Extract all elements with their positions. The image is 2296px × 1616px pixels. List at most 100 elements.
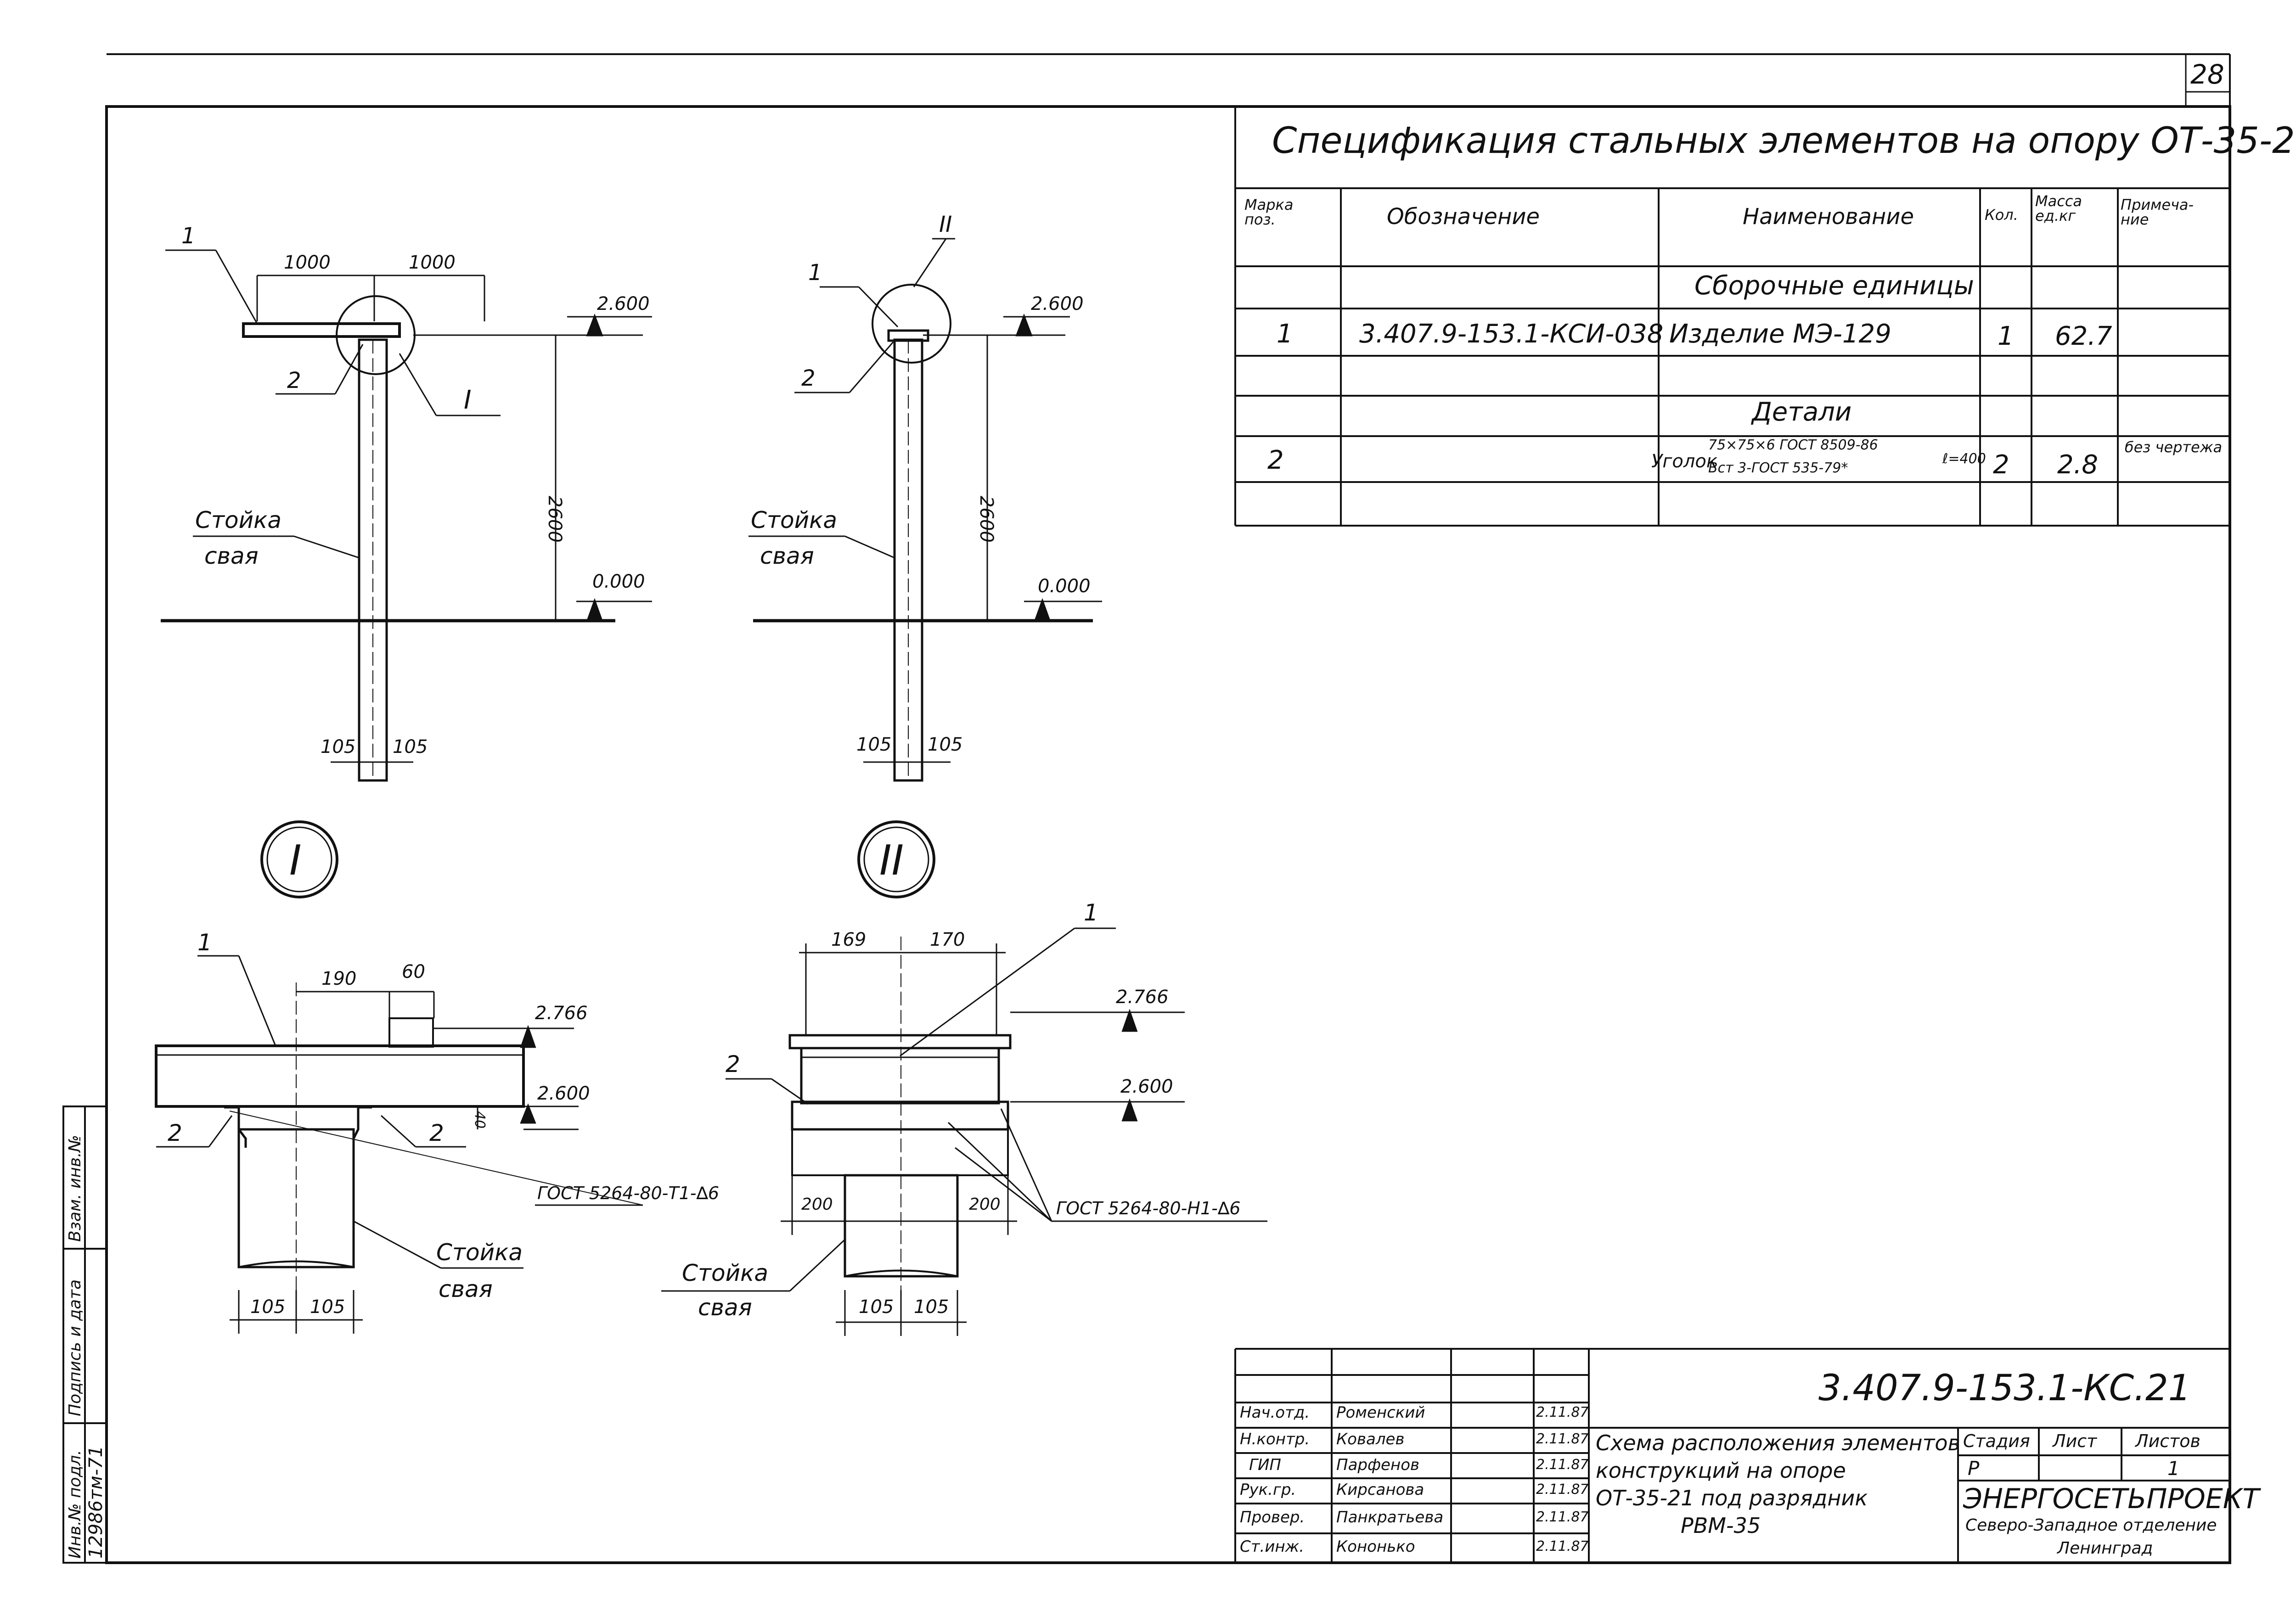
tb-name-5: Кононько bbox=[1336, 1537, 1415, 1556]
v2-label-2: свая bbox=[760, 543, 814, 569]
tb-desc-1: Схема расположения элементов bbox=[1596, 1431, 1960, 1455]
tb-date-1: 2.11.87 bbox=[1536, 1431, 1589, 1447]
tb-org: ЭНЕРГОСЕТЬПРОЕКТ bbox=[1963, 1483, 2260, 1515]
spec-header-mass: Масса ед.кг bbox=[2035, 192, 2082, 224]
v2-pile-right: 105 bbox=[928, 734, 962, 755]
tb-sheets: 1 bbox=[2167, 1457, 2180, 1480]
stamp-vzam: Взам. инв.№ bbox=[66, 1135, 84, 1242]
side-stamp bbox=[62, 1105, 107, 1564]
spec-header-designation: Обозначение bbox=[1387, 204, 1540, 230]
tb-name-2: Парфенов bbox=[1336, 1456, 1420, 1474]
tb-name-4: Панкратьева bbox=[1336, 1508, 1444, 1526]
detail-2 bbox=[661, 820, 1267, 1336]
v1-mark-1: 1 bbox=[181, 223, 196, 249]
d2-dim-170: 170 bbox=[930, 929, 965, 950]
stamp-inv-orig: Инв.№ подл. bbox=[66, 1450, 84, 1559]
d1-level-2766: 2.766 bbox=[535, 1003, 588, 1024]
d2-roman: II bbox=[879, 836, 904, 885]
v1-height: 2600 bbox=[544, 496, 565, 543]
tb-date-3: 2.11.87 bbox=[1536, 1481, 1589, 1498]
spec-header-mark: Марка поз. bbox=[1244, 196, 1294, 228]
d1-dim-190: 190 bbox=[321, 968, 356, 989]
d1-dim-40: 40 bbox=[472, 1111, 488, 1128]
tb-sheet-header: Лист bbox=[2053, 1431, 2097, 1451]
tb-sheets-header: Листов bbox=[2135, 1431, 2200, 1451]
stamp-sign-date: Подпись и дата bbox=[66, 1279, 84, 1416]
detail-1 bbox=[155, 820, 643, 1334]
spec-header-name: Наименование bbox=[1743, 204, 1914, 230]
spec-title: Спецификация стальных элементов на опору… bbox=[1272, 120, 2296, 162]
v1-pile-left: 105 bbox=[321, 736, 355, 758]
d2-dim-200a: 200 bbox=[801, 1195, 833, 1214]
d1-level-2600: 2.600 bbox=[537, 1083, 590, 1104]
v2-mark-2: 2 bbox=[801, 365, 816, 391]
tb-role-2: ГИП bbox=[1249, 1456, 1281, 1474]
tb-date-4: 2.11.87 bbox=[1536, 1509, 1589, 1525]
v2-level-top: 2.600 bbox=[1031, 293, 1084, 314]
v2-callout: II bbox=[939, 212, 952, 237]
tb-date-5: 2.11.87 bbox=[1536, 1538, 1589, 1554]
d1-mark-2b: 2 bbox=[429, 1120, 444, 1146]
tb-role-0: Нач.отд. bbox=[1240, 1403, 1310, 1422]
v1-callout: I bbox=[464, 385, 472, 415]
tb-desc-2: конструкций на опоре bbox=[1596, 1458, 1846, 1483]
d1-label-1: Стойка bbox=[436, 1239, 523, 1266]
d2-dim-right: 105 bbox=[914, 1296, 949, 1318]
v1-level-top: 2.600 bbox=[597, 293, 650, 314]
sheet-frame bbox=[105, 53, 2231, 1564]
v1-level-ground: 0.000 bbox=[592, 571, 645, 592]
tb-stage: Р bbox=[1968, 1457, 1980, 1480]
spec-header-note: Примеча- ние bbox=[2121, 196, 2194, 228]
d2-dim-169: 169 bbox=[831, 929, 866, 950]
d1-dim-right: 105 bbox=[310, 1296, 345, 1318]
spec-row2-name-bottom: Вст 3-ГОСТ 535-79* bbox=[1708, 460, 1848, 476]
spec-row2-note: без чертежа bbox=[2124, 438, 2223, 456]
spec-header-qty: Кол. bbox=[1985, 206, 2018, 224]
tb-org-sub1: Северо-Западное отделение bbox=[1965, 1516, 2217, 1535]
d1-mark-1: 1 bbox=[197, 929, 212, 956]
tb-code: 3.407.9-153.1-КС.21 bbox=[1818, 1368, 2191, 1409]
v1-mark-2: 2 bbox=[287, 368, 301, 393]
tb-name-1: Ковалев bbox=[1336, 1430, 1405, 1448]
d2-mark-2: 2 bbox=[726, 1051, 740, 1077]
spec-group-details: Детали bbox=[1752, 397, 1852, 427]
tb-date-2: 2.11.87 bbox=[1536, 1457, 1589, 1473]
d1-dim-left: 105 bbox=[250, 1296, 285, 1318]
side-stamp-text: Инв.№ подл. 12986тм-71 Подпись и дата Вз… bbox=[66, 1135, 107, 1559]
d2-mark-1: 1 bbox=[1084, 899, 1098, 926]
spec-row1-designation: 3.407.9-153.1-КСИ-038 bbox=[1359, 319, 1664, 349]
spec-row1-qty: 1 bbox=[1998, 321, 2014, 351]
spec-table bbox=[1234, 107, 2230, 527]
d1-roman: I bbox=[289, 836, 302, 885]
v2-label-1: Стойка bbox=[751, 507, 837, 533]
tb-role-1: Н.контр. bbox=[1240, 1430, 1310, 1448]
v1-dim-left: 1000 bbox=[284, 252, 331, 273]
d1-weld: ГОСТ 5264-80-Т1-∆6 bbox=[537, 1183, 719, 1203]
title-block bbox=[1234, 1348, 2230, 1563]
tb-name-3: Кирсанова bbox=[1336, 1481, 1424, 1499]
view-1 bbox=[161, 249, 652, 782]
tb-org-sub2: Ленинград bbox=[2057, 1539, 2153, 1558]
d2-label-1: Стойка bbox=[682, 1260, 768, 1286]
view-2 bbox=[748, 238, 1102, 782]
tb-desc-4: РВМ-35 bbox=[1681, 1513, 1761, 1538]
stamp-inv-value: 12986тм-71 bbox=[85, 1446, 107, 1559]
d1-label-2: свая bbox=[439, 1276, 493, 1302]
v1-label-2: свая bbox=[204, 543, 259, 569]
v1-dim-right: 1000 bbox=[409, 252, 456, 273]
spec-row2-name-len: ℓ=400 bbox=[1942, 451, 1986, 467]
v2-mark-1: 1 bbox=[808, 260, 822, 286]
v1-pile-right: 105 bbox=[393, 736, 428, 758]
d1-dim-60: 60 bbox=[402, 961, 425, 982]
d2-level-2600: 2.600 bbox=[1120, 1076, 1173, 1097]
tb-role-4: Провер. bbox=[1240, 1508, 1305, 1526]
v1-label-1: Стойка bbox=[195, 507, 281, 533]
spec-row1-mark: 1 bbox=[1277, 319, 1293, 349]
spec-row2-qty: 2 bbox=[1993, 450, 2009, 480]
d2-dim-left: 105 bbox=[859, 1296, 894, 1318]
drawing-labels: 1000 1000 2.600 0.000 2600 105 105 1 2 I… bbox=[168, 212, 1240, 1321]
v2-pile-left: 105 bbox=[856, 734, 891, 755]
tb-stage-header: Стадия bbox=[1963, 1431, 2030, 1451]
d1-mark-2a: 2 bbox=[168, 1120, 182, 1146]
